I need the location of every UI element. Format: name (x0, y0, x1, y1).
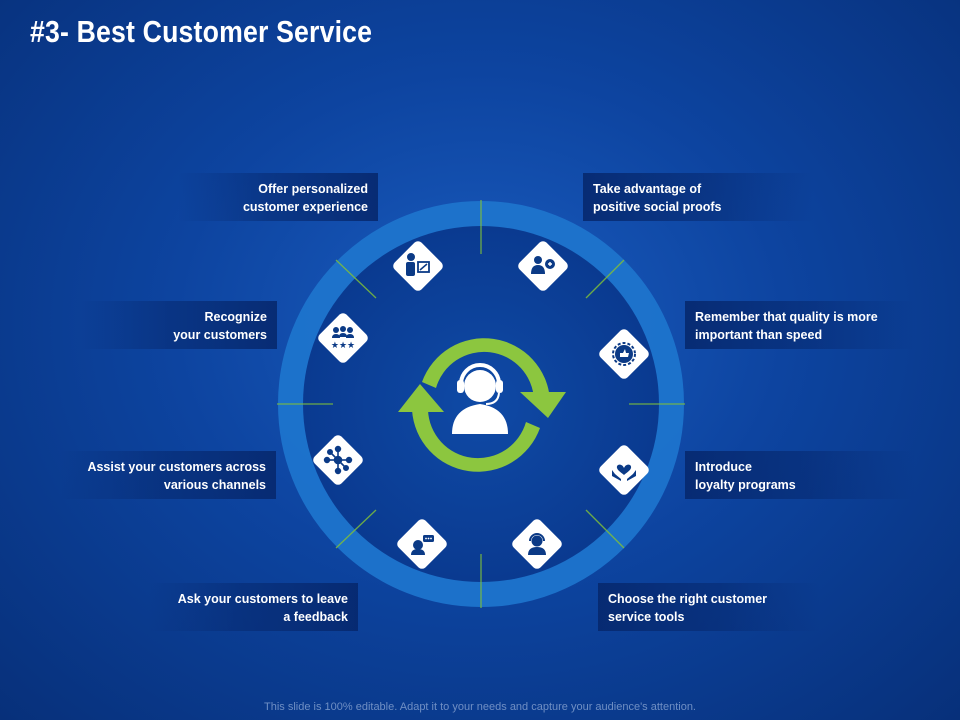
diamond-quality (599, 329, 649, 379)
label-feedback: Ask your customers to leave a feedback (148, 583, 358, 631)
label-line: customer experience (242, 200, 368, 214)
label-line: important than speed (695, 328, 823, 342)
feedback-chat-icon (411, 535, 434, 555)
heart-hands-icon (612, 464, 636, 481)
footer-note: This slide is 100% editable. Adapt it to… (264, 701, 696, 713)
support-agent-icon (528, 533, 546, 555)
customer-support-headset-icon (452, 363, 508, 434)
inner-disk (303, 226, 659, 582)
label-line: Ask your customers to leave (177, 592, 348, 606)
label-line: your customers (173, 328, 267, 342)
label-line: loyalty programs (695, 478, 796, 492)
label-line: a feedback (283, 610, 348, 624)
label-line: Introduce (695, 460, 752, 474)
label-offer-personalized: Offer personalized customer experience (178, 173, 378, 221)
diamond-recognize: ★★★ (318, 313, 368, 363)
label-line: various channels (163, 478, 266, 492)
label-channels: Assist your customers across various cha… (60, 451, 276, 499)
label-line: service tools (608, 610, 685, 624)
cycle-arrows-icon (398, 338, 566, 472)
label-line: Recognize (204, 310, 267, 324)
label-service-tools: Choose the right customer service tools (598, 583, 820, 631)
label-recognize: Recognize your customers (80, 301, 277, 349)
network-channels-icon (323, 445, 353, 475)
diamond-offer-personalized (393, 241, 443, 291)
diamond-social-proofs (518, 241, 568, 291)
label-loyalty: Introduce loyalty programs (685, 451, 915, 499)
diamond-service-tools (512, 519, 562, 569)
label-quality: Remember that quality is more important … (685, 301, 915, 349)
presenter-board-icon (406, 253, 430, 276)
customer-endorsement-icon (531, 256, 555, 274)
customer-rating-icon: ★★★ (331, 326, 355, 351)
quality-badge-icon (612, 342, 636, 366)
slide-title: #3- Best Customer Service (30, 14, 373, 49)
label-line: positive social proofs (593, 200, 722, 214)
label-social-proofs: Take advantage of positive social proofs (583, 173, 813, 221)
svg-text:★★★: ★★★ (331, 341, 355, 351)
label-line: Choose the right customer (608, 592, 768, 606)
divider-ticks (277, 200, 685, 608)
label-line: Take advantage of (593, 182, 702, 196)
diamond-feedback (397, 519, 447, 569)
diamond-loyalty (599, 445, 649, 495)
diamond-channels (313, 435, 363, 485)
label-line: Assist your customers across (87, 460, 266, 474)
label-line: Offer personalized (258, 182, 368, 196)
label-line: Remember that quality is more (695, 310, 878, 324)
